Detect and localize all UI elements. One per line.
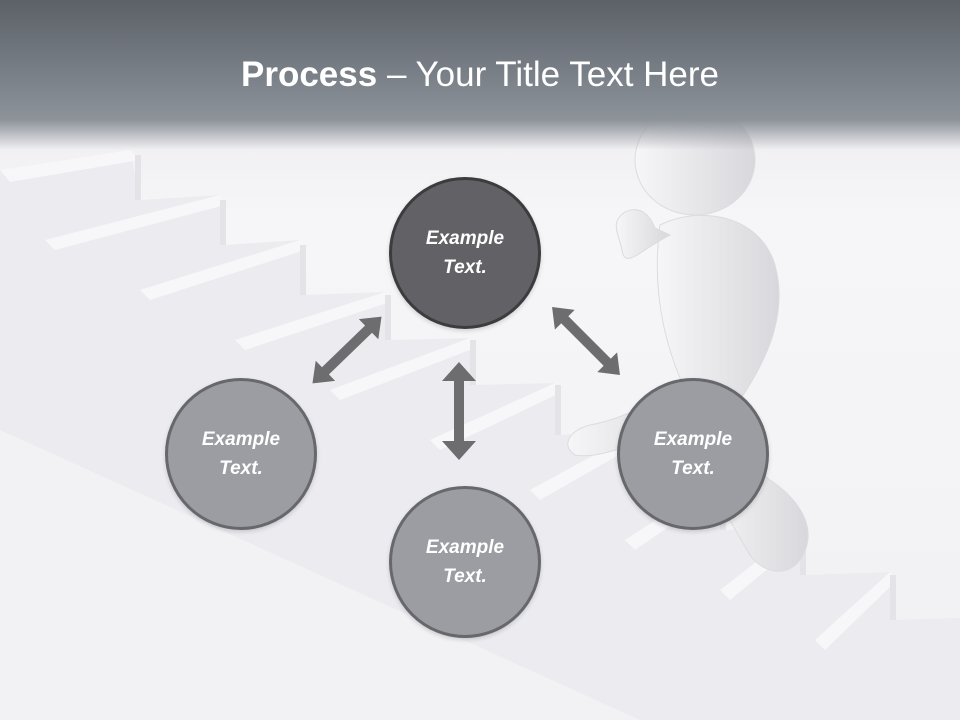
page-title: Process – Your Title Text Here [0, 50, 960, 100]
process-node-bottom: Example Text. [389, 486, 541, 638]
title-bar [0, 0, 960, 150]
title-bold-part: Process [241, 55, 378, 94]
process-node-left: Example Text. [165, 378, 317, 530]
node-label: Example Text. [425, 228, 505, 278]
node-label: Example Text. [201, 429, 281, 479]
title-rest-part: – Your Title Text Here [377, 55, 719, 94]
node-label: Example Text. [653, 429, 733, 479]
process-node-right: Example Text. [617, 378, 769, 530]
node-label: Example Text. [425, 537, 505, 587]
process-node-top: Example Text. [389, 177, 541, 329]
